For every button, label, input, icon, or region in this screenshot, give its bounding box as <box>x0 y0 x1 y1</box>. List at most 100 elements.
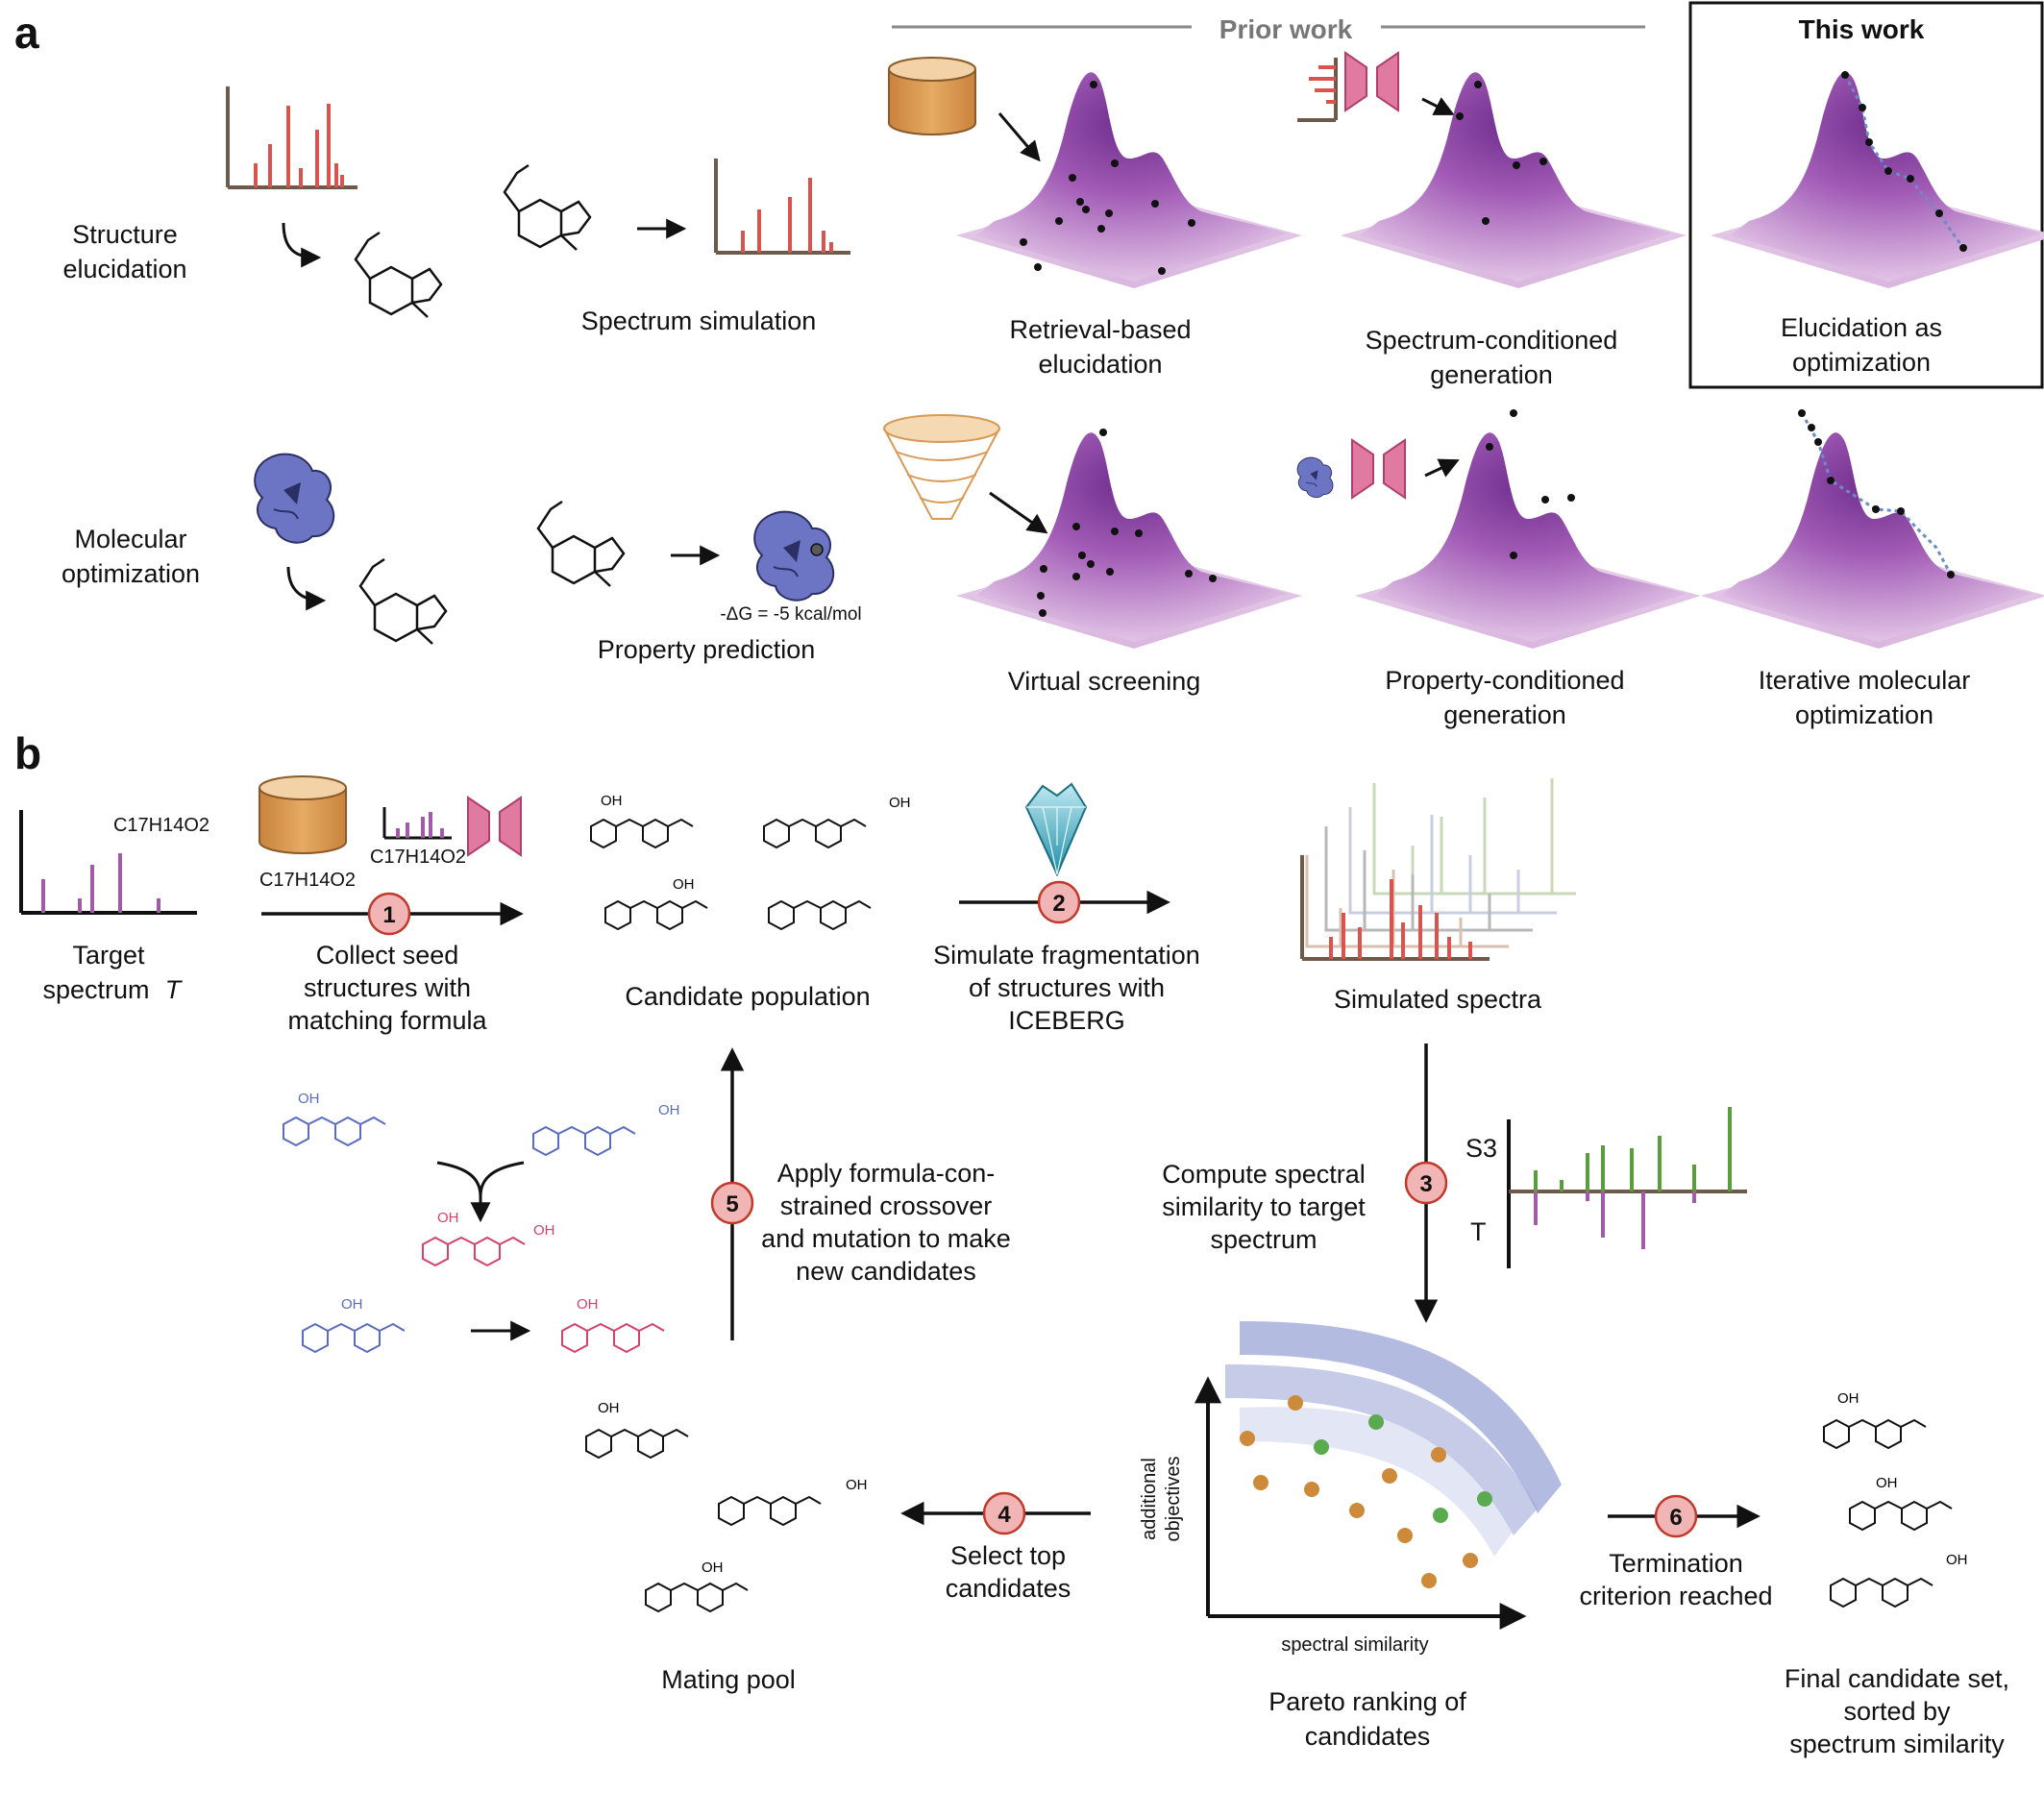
step5-number: 5 <box>726 1191 738 1217</box>
molecule-row1-output <box>354 231 443 319</box>
candidate-molecule-4 <box>768 900 872 930</box>
target-symbol: T <box>165 975 184 1004</box>
property-prediction-label: Property prediction <box>598 635 816 664</box>
mating-oh-label: OH <box>598 1400 620 1416</box>
simulated-spectra-label: Simulated spectra <box>1334 985 1542 1014</box>
formula-label-model: C17H14O2 <box>370 847 466 868</box>
step6-line2: criterion reached <box>1579 1582 1772 1610</box>
crossover-oh-label: OH <box>437 1210 459 1226</box>
step3-line1: Compute spectral <box>1162 1160 1366 1189</box>
arrow-icon <box>997 112 1041 162</box>
pareto-title-line1: Pareto ranking of <box>1268 1687 1466 1716</box>
arrow-icon <box>1424 458 1460 478</box>
candidate-molecule-1 <box>590 819 694 848</box>
this-work-header: This work <box>1799 14 1925 44</box>
conditioning-spectrum <box>1297 58 1338 122</box>
retrieval-label-line1: Retrieval-based <box>1009 315 1191 344</box>
parent-molecule-2 <box>532 1126 636 1156</box>
landscape-property-conditioned <box>1355 432 1701 649</box>
structure-elucidation-line1: Structure <box>72 220 178 249</box>
sampled-points <box>1020 81 1195 275</box>
formula-label: C17H14O2 <box>113 815 209 836</box>
row1-input-spectrum <box>226 86 357 189</box>
target-spectrum-line2: spectrum <box>42 975 149 1004</box>
step4-line2: candidates <box>946 1574 1071 1603</box>
step2-number: 2 <box>1052 891 1065 917</box>
protein-icon-small <box>1296 456 1334 499</box>
step3-line2: similarity to target <box>1162 1192 1366 1221</box>
this-work-row1-line1: Elucidation as <box>1781 313 1942 342</box>
energy-label: -ΔG = -5 kcal/mol <box>720 604 861 625</box>
step3-line3: spectrum <box>1210 1225 1317 1254</box>
step6-line1: Termination <box>1609 1549 1743 1578</box>
step1-line2: structures with <box>304 973 471 1002</box>
sampled-points <box>1037 429 1217 617</box>
generative-model-icon <box>467 797 522 856</box>
step2-line3: ICEBERG <box>1008 1006 1125 1035</box>
final-molecule-1 <box>1823 1419 1927 1449</box>
step4-circle <box>982 1491 1026 1535</box>
parent-molecule-1 <box>283 1117 386 1146</box>
crossover-oh-label: OH <box>298 1091 320 1107</box>
final-oh-label: OH <box>1876 1475 1898 1491</box>
molecule-row2-middle <box>536 500 626 588</box>
molecule-row1-middle <box>503 163 592 252</box>
iterative-line2: optimization <box>1795 700 1933 729</box>
step4-line1: Select top <box>950 1541 1066 1570</box>
step3-number: 3 <box>1419 1171 1432 1197</box>
protein-icon <box>254 453 335 544</box>
step1-line3: matching formula <box>287 1006 487 1035</box>
prior-work-header: Prior work <box>1219 14 1353 44</box>
formula-label-db: C17H14O2 <box>259 870 356 891</box>
arrow-icon <box>989 491 1048 534</box>
generative-model-icon <box>1344 52 1399 111</box>
crossover-illustration <box>283 1117 665 1353</box>
molecular-optimization-line1: Molecular <box>74 525 186 553</box>
step5-line2: strained crossover <box>780 1191 993 1220</box>
curved-arrow-icon <box>286 566 327 611</box>
step2-line2: of structures with <box>969 973 1165 1002</box>
database-icon <box>259 775 347 854</box>
crossover-oh-label: OH <box>577 1296 599 1313</box>
structure-elucidation-line2: elucidation <box>62 255 186 283</box>
mating-pool-molecules <box>585 1429 822 1612</box>
ligand-icon <box>810 543 824 556</box>
pareto-y-label-line1: additional <box>1139 1458 1160 1540</box>
child-molecule-2 <box>561 1323 665 1353</box>
step2-line1: Simulate fragmentation <box>933 941 1200 970</box>
generative-model-icon <box>1351 439 1406 499</box>
crossover-oh-label: OH <box>533 1222 555 1239</box>
landscape-this-work <box>1711 72 2044 288</box>
final-molecule-2 <box>1849 1501 1953 1531</box>
virtual-screening-label: Virtual screening <box>1008 667 1201 696</box>
target-spectrum <box>19 810 197 915</box>
mating-oh-label: OH <box>702 1559 724 1576</box>
optimization-path <box>1800 412 1953 576</box>
candidate-molecule-3 <box>604 900 708 930</box>
arrow-icon <box>1421 97 1455 115</box>
step4-number: 4 <box>997 1502 1011 1528</box>
mirror-top-label: S3 <box>1465 1134 1497 1163</box>
step3-circle <box>1404 1161 1448 1205</box>
optimization-points <box>1841 71 1967 252</box>
final-candidate-molecules <box>1823 1419 1953 1608</box>
optimization-points <box>1798 409 1955 578</box>
spectrum-conditioned-line1: Spectrum-conditioned <box>1366 326 1618 355</box>
molecular-optimization-line2: optimization <box>62 559 200 588</box>
step5-line3: and mutation to make <box>761 1224 1011 1253</box>
step5-circle <box>710 1181 754 1225</box>
final-set-line1: Final candidate set, <box>1785 1664 2009 1693</box>
mating-molecule-1 <box>585 1429 689 1459</box>
crossover-oh-label: OH <box>658 1102 680 1118</box>
mating-oh-label: OH <box>846 1477 868 1493</box>
crossover-oh-label: OH <box>341 1296 363 1313</box>
step2-circle <box>1037 880 1081 924</box>
landscape-virtual-screening <box>956 432 1302 649</box>
candidate-oh-label: OH <box>889 795 911 811</box>
step6-number: 6 <box>1669 1505 1682 1531</box>
pareto-x-label: spectral similarity <box>1281 1634 1428 1656</box>
retrieval-label-line2: elucidation <box>1038 350 1162 379</box>
mirror-bottom-label: T <box>1470 1217 1487 1246</box>
candidate-molecule-2 <box>763 819 867 848</box>
